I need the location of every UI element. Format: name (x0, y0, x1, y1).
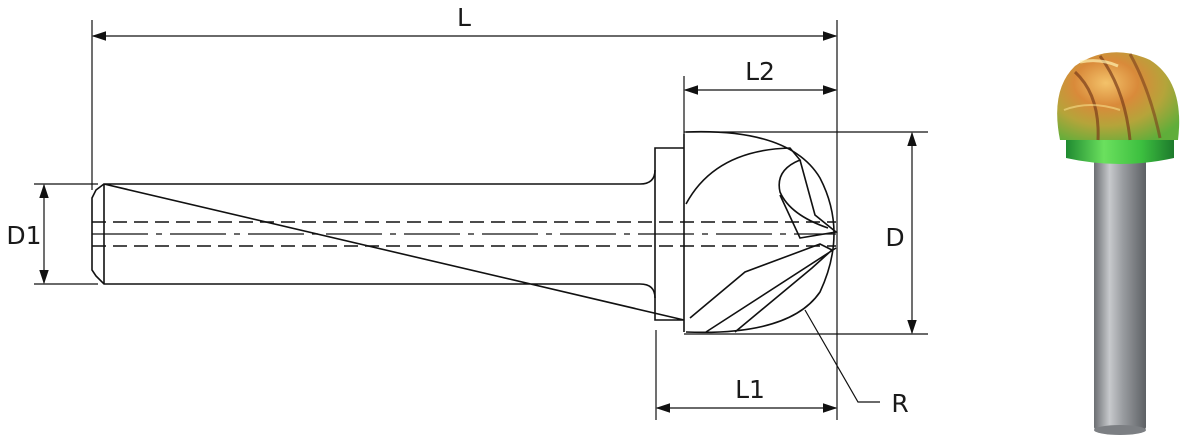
extension-lines (34, 20, 928, 420)
end-mill-product-image (1057, 52, 1180, 435)
product-ball-head (1057, 52, 1180, 140)
dimension-label-D: D (885, 223, 904, 252)
dimension-label-L1: L1 (735, 375, 765, 404)
flute-lower (689, 243, 837, 333)
flute-inner (779, 159, 838, 239)
flute-upper (685, 147, 829, 229)
dimension-label-L: L (457, 3, 471, 32)
dimension-label-R: R (891, 389, 908, 418)
product-collar (1066, 140, 1174, 164)
dimension-label-L2: L2 (745, 57, 775, 86)
dimension-label-D1: D1 (6, 221, 41, 250)
technical-drawing: L L2 L1 D D1 R (6, 3, 928, 420)
product-shank (1094, 160, 1146, 430)
radius-leader (804, 309, 880, 403)
